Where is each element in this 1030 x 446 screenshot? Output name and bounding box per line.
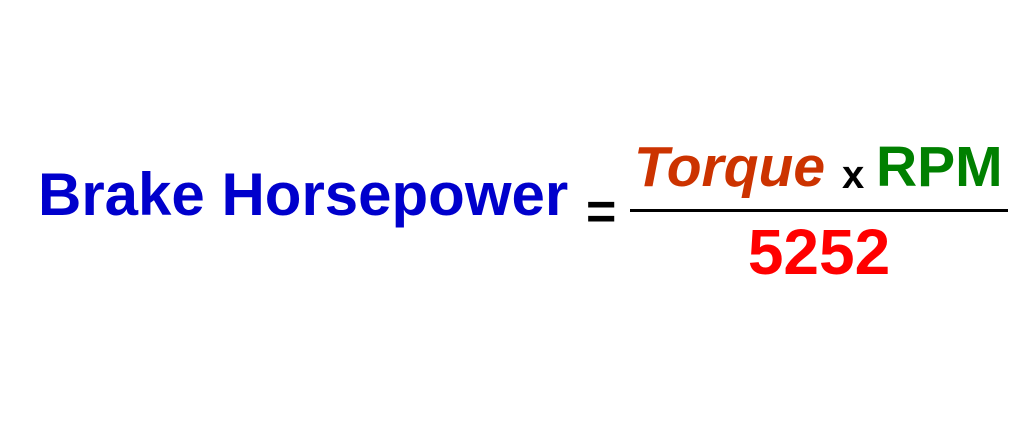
denominator: 5252 [748,216,890,288]
formula-lhs: Brake Horsepower [38,161,568,228]
fraction-bar [630,209,1008,212]
equals-sign: = [586,183,616,241]
numerator-torque: Torque [634,135,825,199]
numerator-rpm: RPM [876,135,1003,199]
multiply-sign: x [842,153,864,197]
